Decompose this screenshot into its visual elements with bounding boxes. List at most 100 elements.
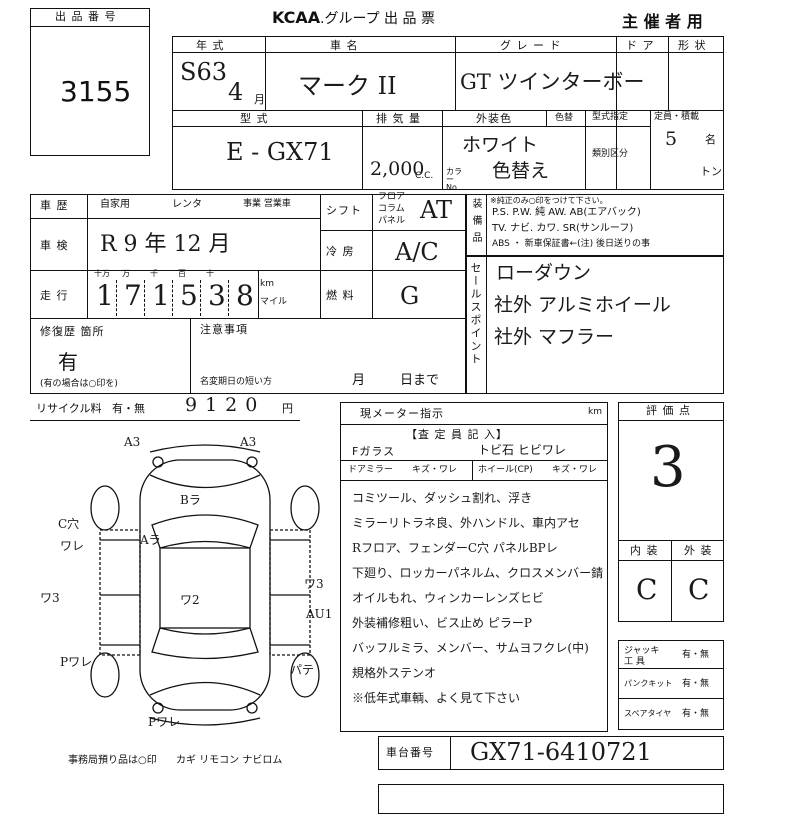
color-no-value: 色替え <box>492 160 550 182</box>
front-glass-value: トビ石 ヒビワレ <box>478 443 566 457</box>
capacity-value: 5 <box>665 128 678 150</box>
rear-left-light <box>152 702 164 714</box>
tools-box <box>618 640 724 730</box>
wheel-value: キズ・ワレ <box>552 465 598 475</box>
damage-mark-right-rear: AU1 <box>306 607 333 621</box>
month-value: 4 <box>228 78 244 106</box>
meter-label: 現メーター指示 <box>360 407 444 420</box>
damage-mark-roof: Aラ <box>140 533 161 547</box>
mileage-digit: 7 <box>124 279 142 312</box>
exterior-label: 外 装 <box>684 544 713 557</box>
shift-option-column: コラム <box>378 204 405 214</box>
rear-left-wheel <box>90 652 120 698</box>
due-day: 日まで <box>400 373 440 388</box>
sales-point-2: 社外 アルミホイール <box>494 294 671 316</box>
car-windshield <box>151 514 259 549</box>
vehicle-table <box>172 36 724 190</box>
displacement-value: 2,000 <box>370 158 425 180</box>
damage-mark-rear-roof: ワ2 <box>180 593 200 607</box>
spare-tire-label: スペアタイヤ <box>624 709 672 718</box>
history-label: 車 歴 <box>40 199 69 212</box>
car-front-bumper <box>149 444 261 453</box>
mileage-digit-label: 十万 <box>94 269 110 278</box>
shift-option-panel: パネル <box>378 216 406 226</box>
inspector-section-title: 【査 定 員 記 入】 <box>406 428 508 441</box>
fuel-label: 燃 料 <box>326 289 355 302</box>
wheel-label: ホイール(CP) <box>478 465 533 475</box>
car-rear-window <box>151 627 259 660</box>
bottom-strip <box>378 784 724 814</box>
vehicle-name-value: マーク II <box>298 72 397 100</box>
aircon-label: 冷 房 <box>326 245 355 258</box>
jack-label: ジャッキ 工 具 <box>624 646 660 667</box>
front-left-wheel <box>90 485 120 531</box>
inspector-note-line: 下廻り、ロッカーパネルム、クロスメンバー錆 <box>352 566 604 580</box>
door-mirror-value: キズ・ワレ <box>412 465 458 475</box>
rear-right-wheel <box>290 652 320 698</box>
aircon-value: A/C <box>395 238 439 266</box>
name-change-due-label: 名変期日の短い方 <box>200 377 273 387</box>
ton-unit: トン <box>700 165 722 178</box>
interior-value: C <box>636 573 658 606</box>
recycle-label: リサイクル料 <box>36 402 102 415</box>
mileage-digit-label: 万 <box>122 269 130 278</box>
mile-unit: マイル <box>260 297 288 307</box>
jack-value: 有・無 <box>682 650 710 660</box>
equipment-line3: ABS ・ 新車保証書←(注) 後日送りの事 <box>492 239 651 249</box>
chassis-number-value: GX71-6410721 <box>470 738 652 766</box>
rating-score: 3 <box>650 435 686 500</box>
business-label: 事業 営業車 <box>243 199 291 209</box>
month-unit: 月 <box>254 93 265 106</box>
interior-label: 内 装 <box>630 544 659 557</box>
mileage-digit-label: 百 <box>178 269 186 278</box>
year-label: 年 式 <box>196 39 225 52</box>
mileage-digit-divider <box>228 280 229 316</box>
car-rear-bumper <box>149 717 261 726</box>
model-value: E - GX71 <box>226 138 334 166</box>
door-mirror-label: ドアミラー <box>348 465 393 475</box>
org-title: KCAA <box>272 8 321 27</box>
exterior-value: C <box>688 573 710 606</box>
chassis-number-label: 車台番号 <box>386 746 434 759</box>
chassis-box <box>378 736 724 770</box>
sales-points-label: セールスポイント <box>469 262 482 366</box>
mileage-digit-label: 十 <box>206 269 214 278</box>
recycle-value: 9120 <box>185 394 266 416</box>
inspection-value: R 9 年 12 月 <box>100 232 231 257</box>
shift-value: AT <box>420 196 453 224</box>
exterior-color-value: ホワイト <box>462 134 539 156</box>
displacement-label: 排 気 量 <box>376 112 421 125</box>
host-use-label: 主 催 者 用 <box>622 12 703 31</box>
equipment-box <box>466 194 724 256</box>
history-table <box>30 194 466 394</box>
damage-mark-rear-bumper: Pワレ <box>148 715 181 729</box>
mileage-digit: 5 <box>180 279 198 312</box>
shape-label: 形 状 <box>678 39 707 52</box>
inspector-note-line: バッフルミラ、メンバー、サムヨフクレ(中) <box>352 641 589 655</box>
inspector-note-line: ※低年式車輌、よく見て下さい <box>352 691 521 705</box>
class-label: 類別区分 <box>592 149 629 159</box>
puncture-kit-value: 有・無 <box>682 679 710 689</box>
damage-mark-hood: Bラ <box>180 493 201 507</box>
lot-number-value: 3155 <box>60 75 132 108</box>
inspector-note-line: 規格外ステンオ <box>352 666 437 680</box>
repair-history-note: (有の場合は○印を) <box>40 379 118 389</box>
damage-mark-front-left: A3 <box>124 435 141 449</box>
damage-mark-left-rear-lamp: Pワレ <box>60 655 93 669</box>
grade-value: GT ツインターボー <box>460 70 645 94</box>
capacity-unit: 名 <box>705 133 716 146</box>
inspector-note-line: 外装補修粗い、ビス止め ピラーP <box>352 616 532 630</box>
grade-label: グ レ ー ド <box>500 39 562 52</box>
rating-label: 評 価 点 <box>646 404 691 417</box>
right-side-panel <box>269 529 311 656</box>
damage-mark-front-right: A3 <box>240 435 257 449</box>
due-month: 月 <box>352 373 366 388</box>
inspector-note-line: ミラーリトラネ良、外ハンドル、車内アセ <box>352 516 580 530</box>
inspector-note-line: オイルもれ、ウィンカーレンズヒビ <box>352 591 544 605</box>
inspector-note-line: コミツール、ダッシュ割れ、浮き <box>352 491 533 505</box>
mileage-digit-divider <box>172 280 173 316</box>
shift-option-floor: フロア <box>378 192 406 202</box>
exterior-color-label: 外装色 <box>476 112 512 125</box>
sheet-title: .グループ 出 品 票 <box>320 11 435 27</box>
sales-points-box <box>466 256 724 394</box>
